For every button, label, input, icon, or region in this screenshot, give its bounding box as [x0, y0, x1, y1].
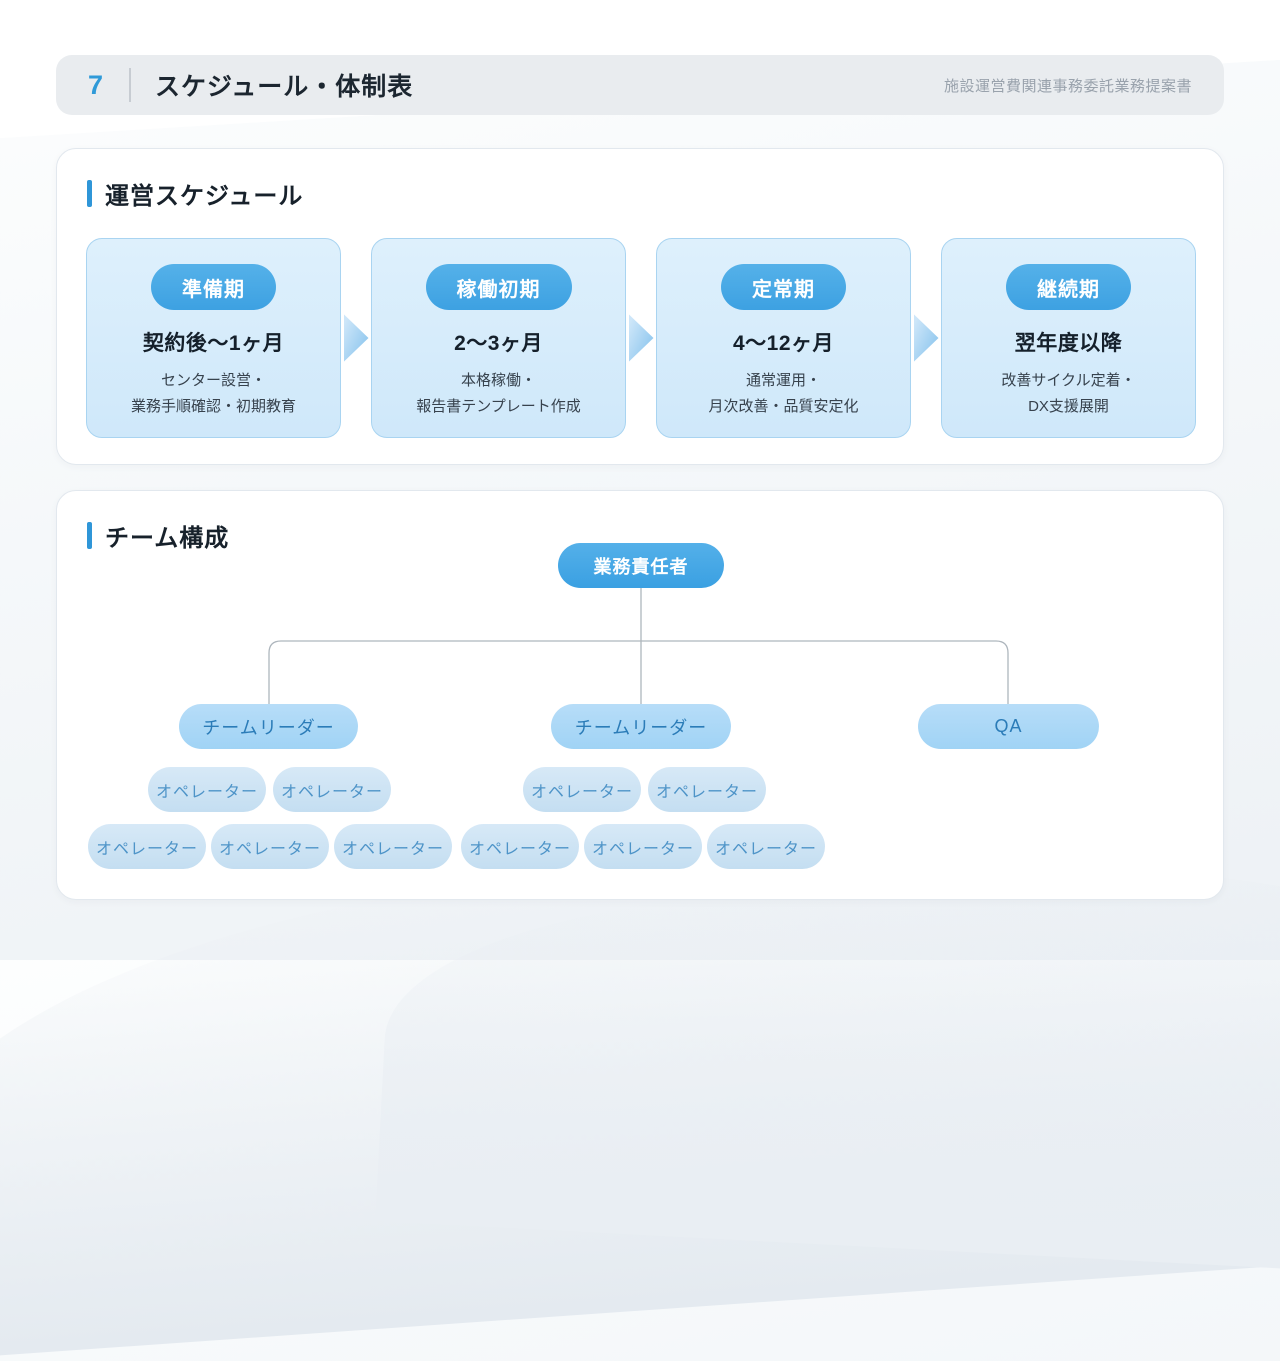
phase-badge: 準備期	[151, 264, 276, 310]
arrow-gap	[911, 314, 941, 362]
phase-description: 本格稼働・ 報告書テンプレート作成	[416, 368, 581, 420]
team-section-title: チーム構成	[105, 525, 230, 552]
phase-cards-row: 準備期 契約後〜1ヶ月 センター設営・ 業務手順確認・初期教育 稼働初期 2〜3…	[86, 238, 1196, 438]
phase-card-1: 準備期 契約後〜1ヶ月 センター設営・ 業務手順確認・初期教育	[86, 238, 341, 438]
org-node-operator: オペレーター	[211, 824, 329, 869]
header-divider	[129, 68, 132, 102]
org-node-team-leader-1: チームリーダー	[179, 704, 358, 749]
phase-period: 契約後〜1ヶ月	[142, 332, 285, 355]
org-node-manager: 業務責任者	[558, 543, 724, 588]
org-chart: 業務責任者 チームリーダー チームリーダー QA オペレーター オペレーター オ…	[57, 491, 1223, 899]
phase-desc-line2: DX支援展開	[1028, 398, 1109, 415]
slide-header: 7 スケジュール・体制表 施設運営費関連事務委託業務提案書	[56, 55, 1224, 115]
org-node-operator: オペレーター	[334, 824, 452, 869]
org-node-operator: オペレーター	[88, 824, 206, 869]
phase-badge: 稼働初期	[425, 264, 572, 310]
phase-description: 改善サイクル定着・ DX支援展開	[1001, 368, 1135, 420]
phase-period: 2〜3ヶ月	[454, 332, 543, 355]
org-node-operator: オペレーター	[707, 824, 825, 869]
team-panel: チーム構成 業務責任者 チームリーダー チームリーダー QA オペレーター オペ…	[56, 490, 1224, 900]
org-node-operator: オペレーター	[523, 767, 641, 812]
org-node-operator: オペレーター	[584, 824, 702, 869]
org-chart-connectors	[268, 588, 1009, 704]
phase-period: 4〜12ヶ月	[732, 332, 835, 355]
page-title: スケジュール・体制表	[155, 73, 414, 101]
phase-card-4: 継続期 翌年度以降 改善サイクル定着・ DX支援展開	[941, 238, 1196, 438]
accent-bar	[87, 180, 92, 207]
arrow-right-icon	[343, 314, 369, 362]
phase-desc-line1: 通常運用・	[745, 372, 821, 389]
org-node-qa: QA	[918, 704, 1099, 749]
phase-desc-line1: 改善サイクル定着・	[1001, 372, 1136, 389]
phase-card-3: 定常期 4〜12ヶ月 通常運用・ 月次改善・品質安定化	[656, 238, 911, 438]
org-node-operator: オペレーター	[648, 767, 766, 812]
phase-desc-line1: 本格稼働・	[460, 372, 536, 389]
phase-desc-line2: 月次改善・品質安定化	[708, 398, 859, 415]
accent-bar	[87, 522, 92, 549]
phase-description: 通常運用・ 月次改善・品質安定化	[708, 368, 858, 420]
phase-badge: 定常期	[721, 264, 846, 310]
schedule-section-head: 運営スケジュール	[87, 176, 1223, 211]
document-title: 施設運営費関連事務委託業務提案書	[943, 77, 1192, 95]
org-node-team-leader-2: チームリーダー	[551, 704, 731, 749]
page-number: 7	[88, 69, 104, 100]
phase-desc-line2: 報告書テンプレート作成	[416, 398, 581, 415]
schedule-panel: 運営スケジュール 準備期 契約後〜1ヶ月 センター設営・ 業務手順確認・初期教育…	[56, 148, 1224, 465]
org-node-operator: オペレーター	[148, 767, 266, 812]
arrow-right-icon	[913, 314, 939, 362]
phase-desc-line1: センター設営・	[160, 372, 266, 389]
phase-desc-line2: 業務手順確認・初期教育	[130, 398, 296, 415]
arrow-gap	[626, 314, 656, 362]
arrow-gap	[341, 314, 371, 362]
schedule-section-title: 運営スケジュール	[105, 183, 304, 210]
org-node-operator: オペレーター	[461, 824, 579, 869]
team-section-head: チーム構成	[87, 518, 1223, 553]
phase-period: 翌年度以降	[1014, 332, 1123, 355]
phase-card-2: 稼働初期 2〜3ヶ月 本格稼働・ 報告書テンプレート作成	[371, 238, 626, 438]
phase-badge: 継続期	[1006, 264, 1131, 310]
phase-description: センター設営・ 業務手順確認・初期教育	[131, 368, 296, 420]
org-node-operator: オペレーター	[273, 767, 391, 812]
arrow-right-icon	[628, 314, 654, 362]
